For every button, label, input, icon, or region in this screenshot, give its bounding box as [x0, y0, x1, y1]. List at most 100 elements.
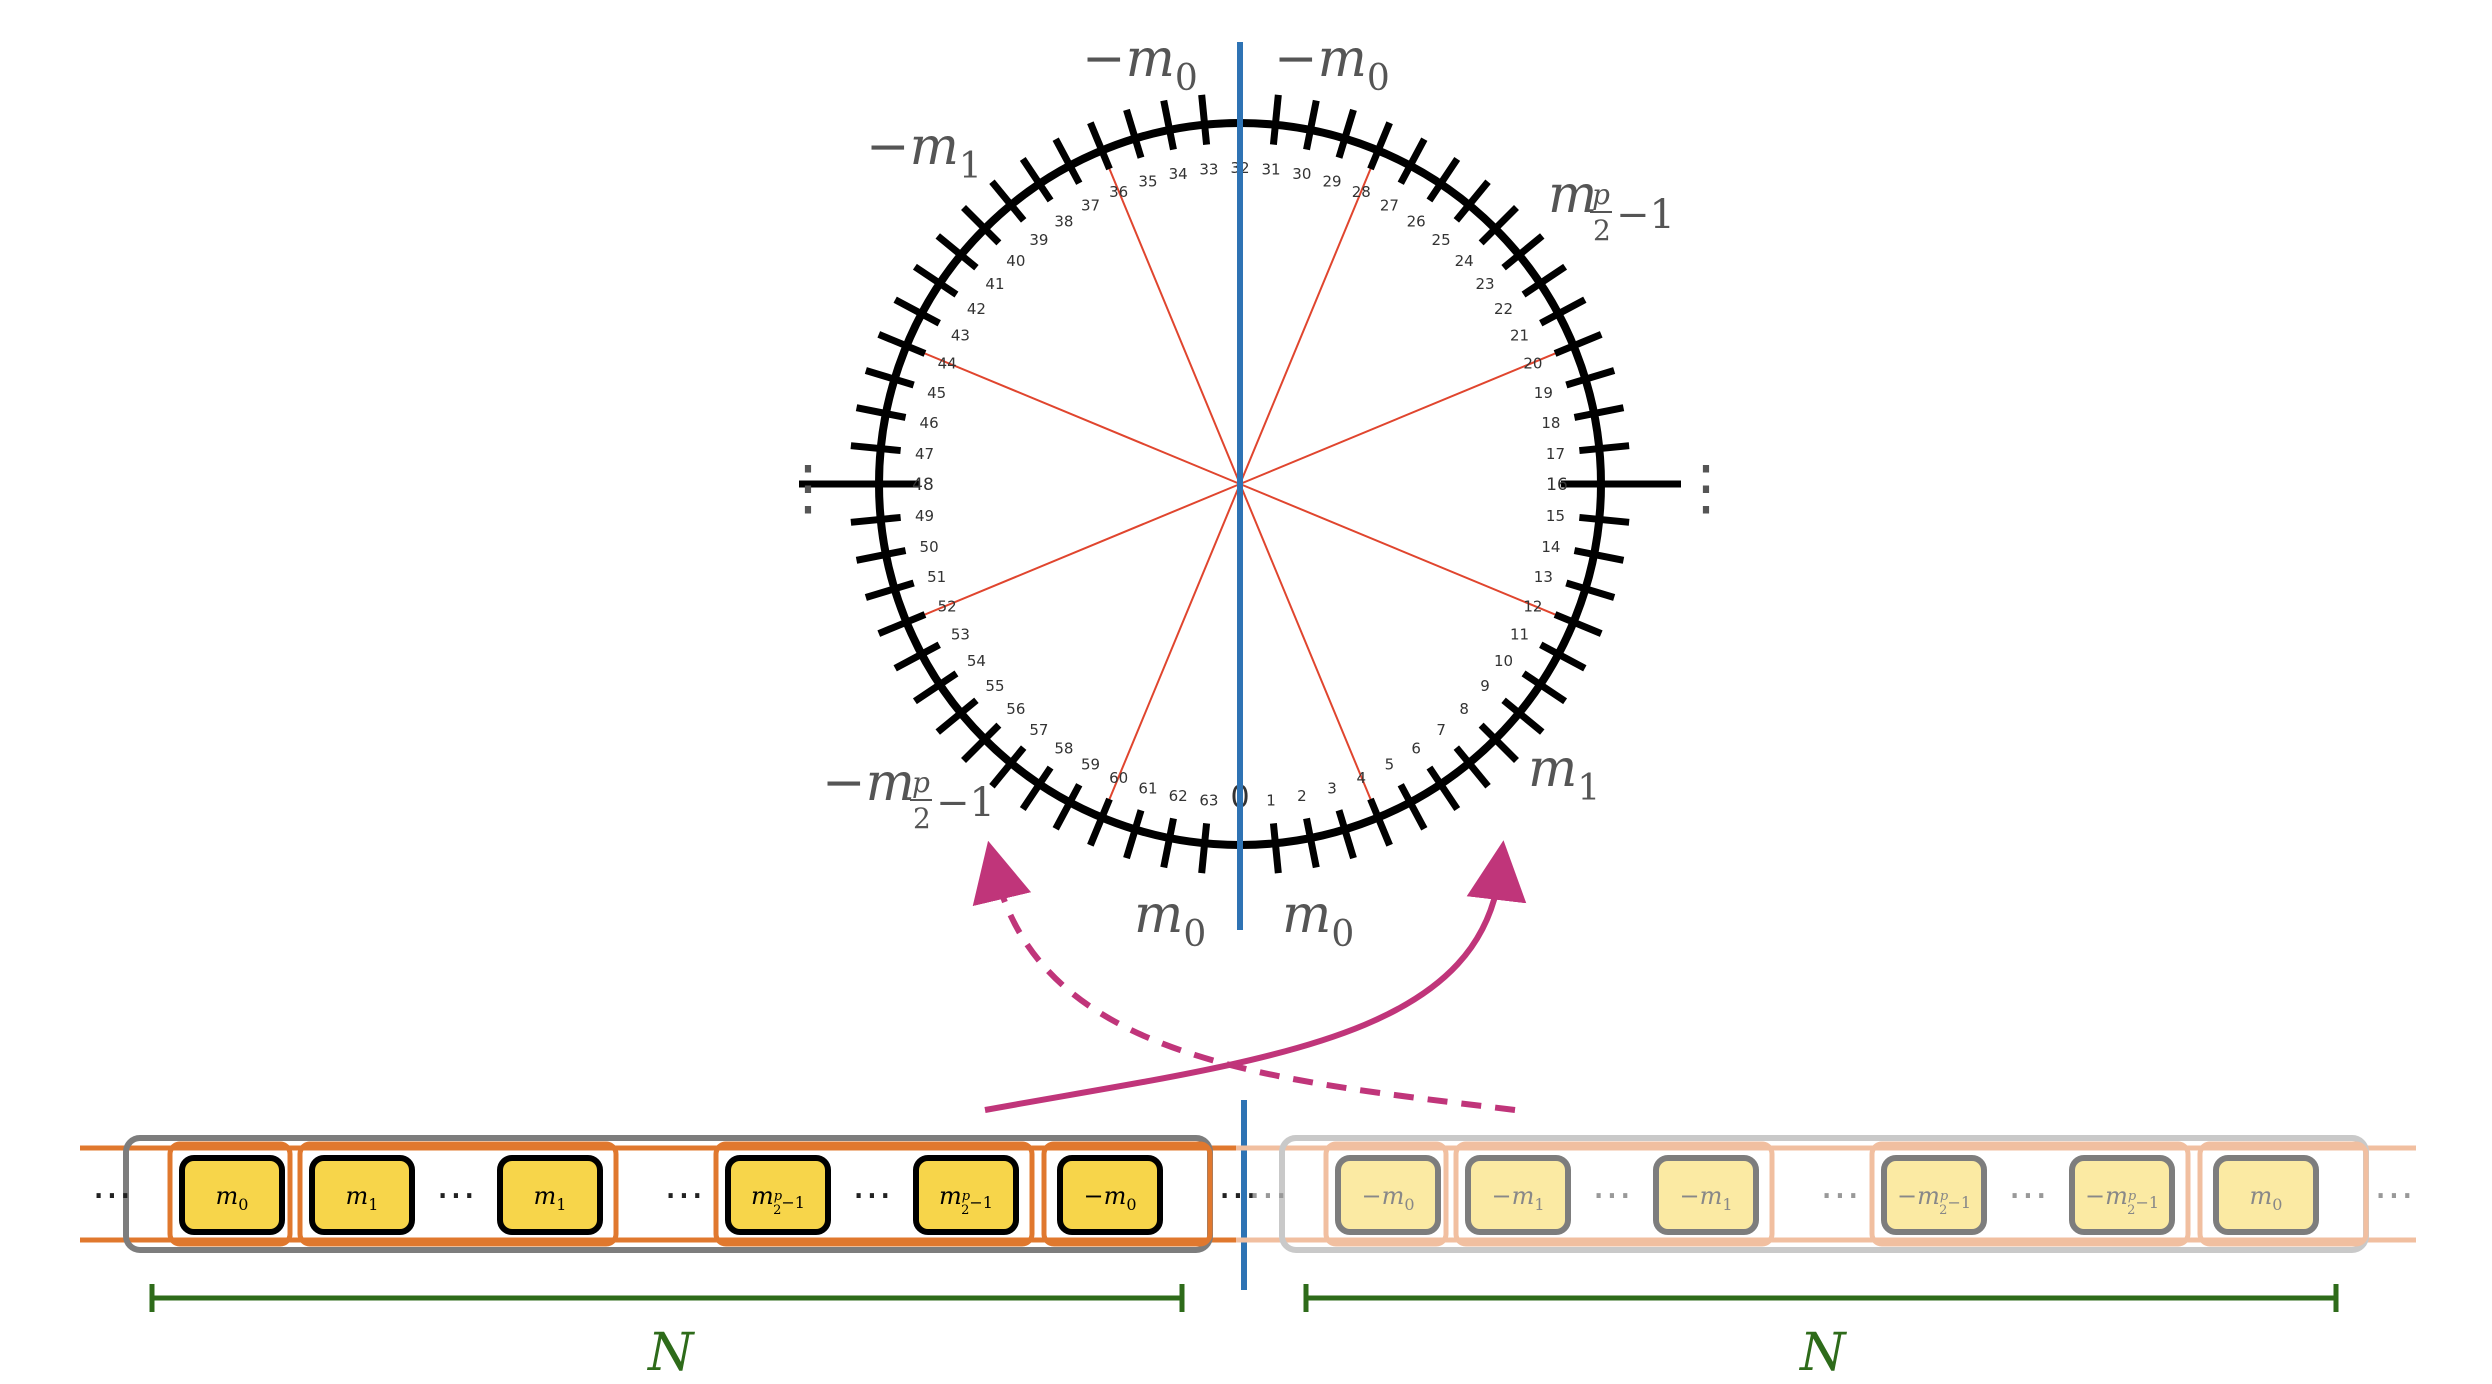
dial-tick-label: 31	[1262, 161, 1281, 179]
dial-tick	[1565, 579, 1616, 601]
dial-tick-label: 41	[985, 275, 1004, 293]
pair-frame	[2197, 1141, 2369, 1247]
dial-tick	[989, 179, 1027, 223]
dial-tick-label: 49	[915, 507, 934, 525]
dial-tick	[1087, 797, 1113, 847]
dial-tick-label: 10	[1494, 652, 1513, 670]
dial-tick-label: 63	[1199, 791, 1218, 809]
svg-text:−m0: −m0	[1083, 1182, 1136, 1214]
dial-tick	[961, 722, 1002, 763]
dial-tick-label: 40	[1006, 252, 1025, 270]
mapping-arrows	[972, 840, 1527, 1113]
dial-tick	[1478, 722, 1519, 763]
dial-tick-label: 58	[1054, 740, 1073, 758]
dial-tick-label: 28	[1352, 183, 1371, 201]
strip-cell: −m0	[1335, 1155, 1441, 1235]
svg-text:m: m	[1548, 165, 1597, 225]
dial-tick	[1426, 765, 1461, 812]
pair-frame	[1869, 1141, 2191, 1247]
strip-cell: m0	[179, 1155, 285, 1235]
dial-tick-label: 29	[1322, 173, 1341, 191]
svg-text:m0: m0	[216, 1182, 249, 1214]
dial-tick	[855, 547, 907, 564]
dial-tick	[1426, 156, 1461, 203]
dial-tick	[1539, 296, 1587, 327]
dial-tick	[864, 367, 915, 389]
dial-tick-label: 27	[1380, 196, 1399, 214]
bracket-left-label: N	[646, 1323, 695, 1383]
svg-text:p: p	[912, 766, 930, 799]
dial-tick-label: 57	[1029, 721, 1048, 739]
dial-tick-label: 55	[985, 677, 1004, 695]
dial-tick	[1198, 94, 1211, 145]
dashed-arrow	[972, 840, 1516, 1113]
dial-tick	[877, 611, 927, 637]
dial-tick	[1019, 156, 1054, 203]
dial-tick-label: 38	[1054, 212, 1073, 230]
dial-tick-label: 30	[1292, 165, 1311, 183]
dial-tick-label: 16	[1546, 475, 1568, 495]
dial-tick	[1501, 233, 1545, 271]
dial-tick	[1397, 137, 1428, 185]
dial-tick-label: 8	[1459, 700, 1469, 718]
dial-tick-label: 5	[1385, 756, 1395, 774]
dial-tick-label: 22	[1494, 300, 1513, 318]
strip-ellipsis: ⋯	[1820, 1172, 1860, 1218]
strip-ellipsis: ⋯	[1218, 1172, 1258, 1218]
label-bottom-left: m0	[1134, 885, 1206, 955]
pair-frame	[1453, 1141, 1775, 1247]
label-lower-right: m1	[1528, 739, 1600, 809]
strip-cell: m1	[497, 1155, 603, 1235]
svg-text:−mp2−1: −mp2−1	[2085, 1182, 2159, 1218]
dial-tick	[1052, 783, 1083, 831]
pair-frame	[713, 1141, 1035, 1247]
radial-line	[1239, 340, 1585, 485]
dial-tick	[1579, 513, 1630, 526]
dial-tick-label: 59	[1081, 756, 1100, 774]
dial-tick-label: 19	[1534, 384, 1553, 402]
svg-text:2: 2	[1593, 214, 1611, 247]
length-brackets	[149, 1284, 2339, 1312]
dial-tick-labels: 0123456789101112131415161718192021222324…	[912, 159, 1568, 815]
dial-tick-label: 17	[1546, 445, 1565, 463]
dial-tick-label: 23	[1475, 275, 1494, 293]
dial-tick	[1521, 263, 1568, 298]
dial-tick-label: 60	[1109, 769, 1128, 787]
dial-tick	[935, 233, 979, 271]
radial-line	[1239, 139, 1384, 485]
dial-tick	[1269, 823, 1282, 874]
dial-tick-label: 24	[1455, 252, 1474, 270]
dial-tick-label: 44	[938, 355, 957, 373]
dial-tick-label: 56	[1006, 700, 1025, 718]
dial-tick	[989, 745, 1027, 789]
dial-tick	[855, 404, 907, 421]
dial-tick	[1160, 817, 1177, 869]
dial-tick-label: 4	[1357, 769, 1367, 787]
strip-ellipsis: ⋯	[92, 1172, 132, 1218]
dial-tick	[1501, 697, 1545, 735]
strip-ellipsis: ⋯	[2008, 1172, 2048, 1218]
dial-tick	[1453, 745, 1491, 789]
dial-tick	[1052, 137, 1083, 185]
dial-tick	[935, 697, 979, 735]
clock-dial: 0123456789101112131415161718192021222324…	[799, 42, 1681, 930]
strip-ellipsis: ⋯	[2374, 1172, 2414, 1218]
radial-line	[1096, 483, 1241, 829]
svg-text:mp2−1: mp2−1	[939, 1182, 993, 1218]
dial-tick	[1521, 670, 1568, 705]
dial-tick	[1198, 823, 1211, 874]
dial-tick-label: 45	[927, 384, 946, 402]
svg-text:−m: −m	[822, 753, 915, 813]
strip-cell: −m1	[1653, 1155, 1759, 1235]
dial-tick-label: 26	[1407, 212, 1426, 230]
dial-tick	[1478, 205, 1519, 246]
dial-tick-label: 2	[1297, 787, 1307, 805]
dial-tick	[850, 513, 901, 526]
dial-tick-label: 62	[1169, 787, 1188, 805]
strip-ellipsis: ⋯	[852, 1172, 892, 1218]
dial-tick	[1087, 121, 1113, 171]
dial-tick-label: 20	[1523, 355, 1542, 373]
